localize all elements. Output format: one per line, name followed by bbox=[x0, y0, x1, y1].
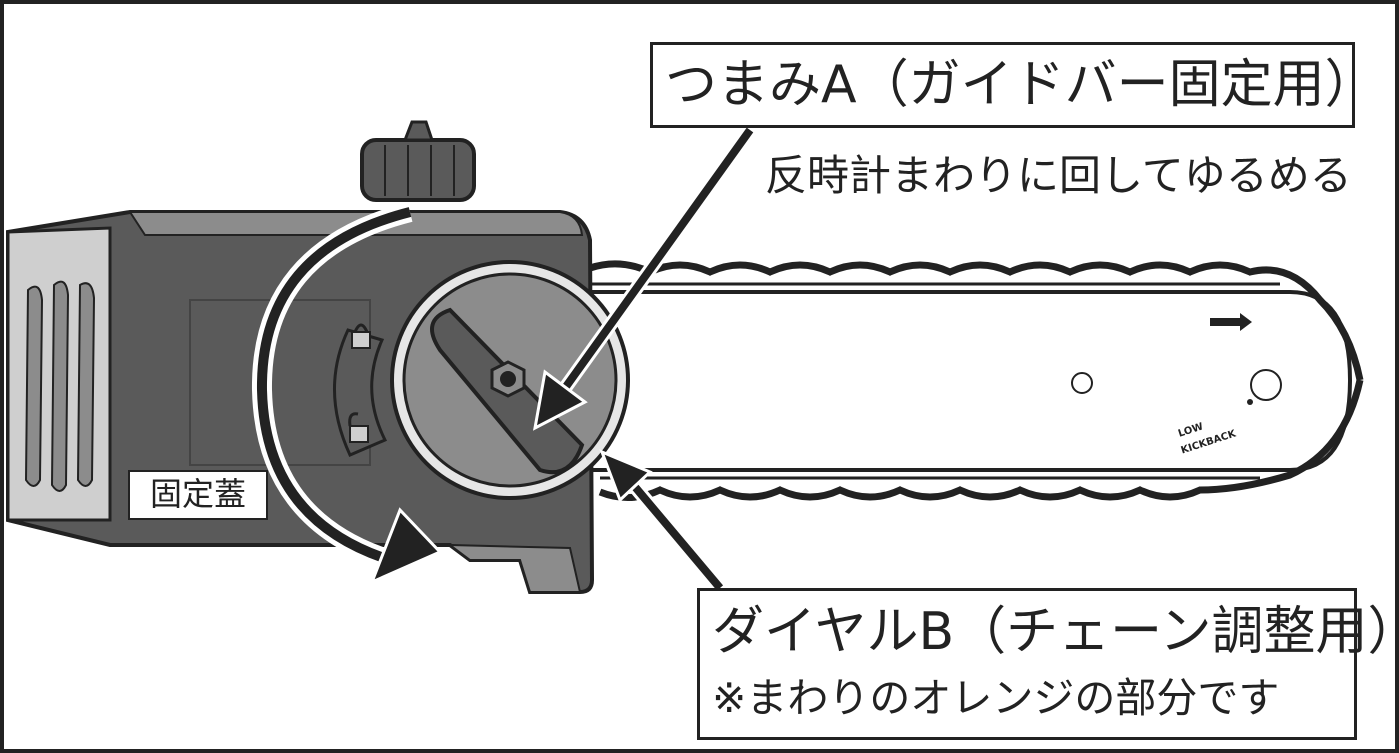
lock-closed-icon bbox=[351, 323, 371, 349]
dial-b-pointer bbox=[599, 449, 726, 593]
dial-b-note: ※まわりのオレンジの部分です bbox=[712, 674, 1280, 722]
knob-a-label: つまみA（ガイドバー固定用） bbox=[650, 42, 1377, 128]
knob-a-pointer bbox=[532, 125, 756, 431]
bar-hole-1 bbox=[1071, 372, 1093, 394]
knob-a-title: つまみA（ガイドバー固定用） bbox=[665, 55, 1377, 115]
bar-hole-2 bbox=[1250, 369, 1282, 401]
dial-b-title: ダイヤルB（チェーン調整用） bbox=[712, 602, 1399, 662]
knob-a bbox=[430, 307, 585, 475]
rotation-arrow bbox=[251, 202, 443, 585]
knob-a-note: 反時計まわりに回してゆるめる bbox=[765, 151, 1352, 200]
lock-open-icon bbox=[348, 412, 369, 443]
lock-indicator bbox=[333, 323, 388, 457]
guide-bar bbox=[558, 260, 1364, 501]
chain-top bbox=[588, 260, 1364, 381]
bar-arrow bbox=[1210, 313, 1252, 331]
chain-bottom bbox=[598, 379, 1364, 501]
cover-label: 固定蓋 bbox=[128, 470, 268, 520]
top-cap bbox=[360, 120, 476, 202]
dial-b-label: ダイヤルB（チェーン調整用） ※まわりのオレンジの部分です bbox=[697, 588, 1399, 740]
